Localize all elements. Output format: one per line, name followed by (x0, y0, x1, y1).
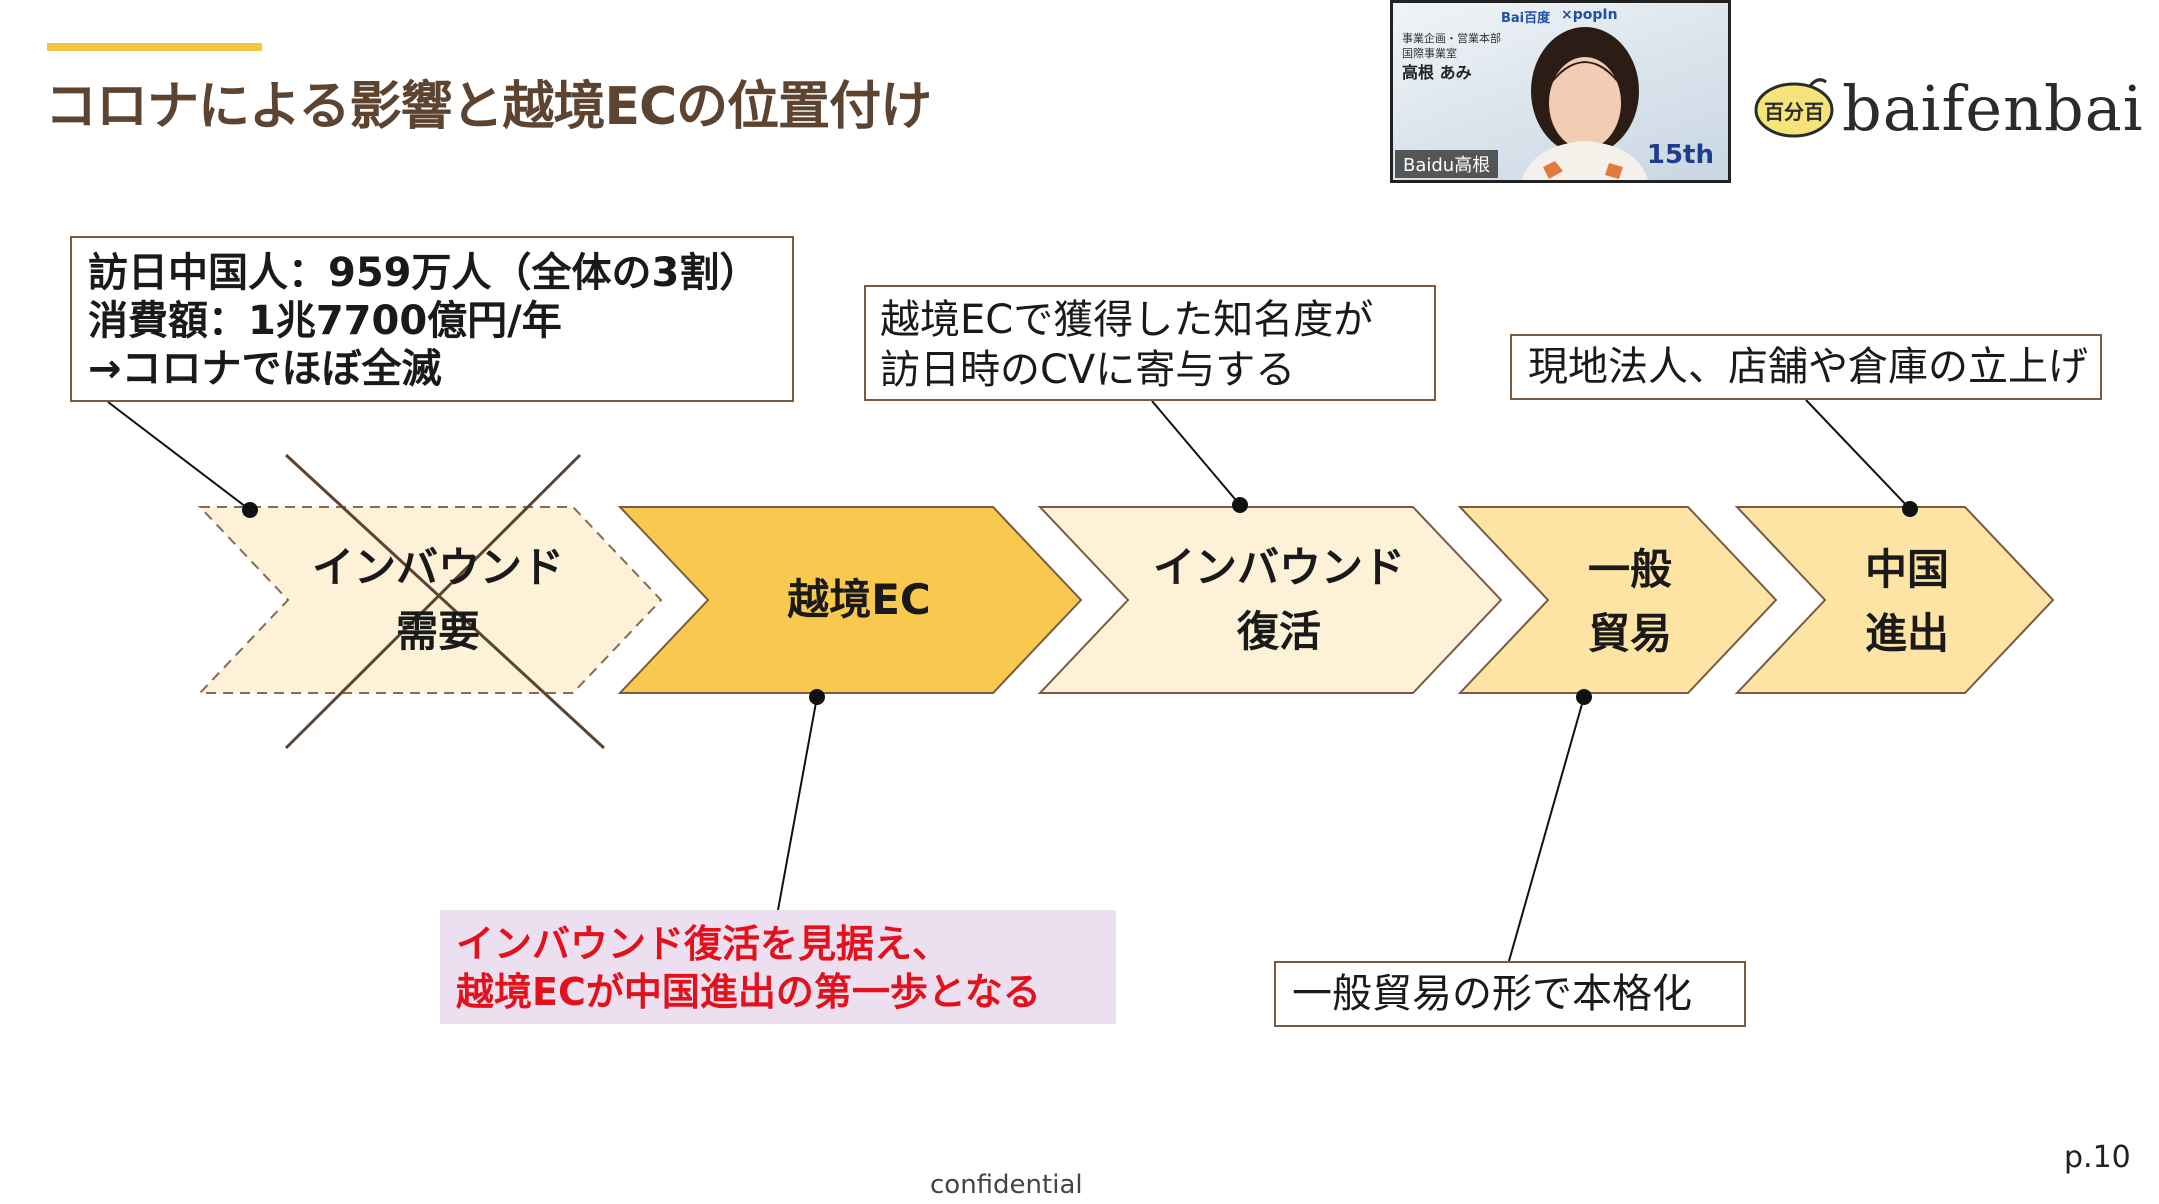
page-number: p.10 (2064, 1140, 2131, 1175)
leader-line-trade (1508, 696, 1585, 962)
webcam-dept-line2: 国際事業室 (1402, 47, 1457, 60)
cross-mark-line-2 (284, 453, 582, 750)
webcam-dept-line1: 事業企画・営業本部 (1402, 32, 1501, 45)
webcam-video: Bai百度 ×popIn 事業企画・営業本部 国際事業室 高根 あみ 15th … (1390, 0, 1731, 183)
leader-dot-local (1902, 501, 1918, 517)
leader-line-red (777, 696, 818, 911)
step-label-general-trade: 一般貿易 (1587, 545, 1672, 658)
leader-dot-awareness (1232, 497, 1248, 513)
baidu-logo: Bai百度 (1501, 11, 1551, 26)
callout-key-message: インバウンド復活を見据え、 越境ECが中国進出の第一歩となる (440, 910, 1116, 1024)
leader-dot-red (809, 689, 825, 705)
confidential-footer: confidential (930, 1170, 1083, 1200)
step-arrow-general-trade (1457, 506, 1778, 694)
brand-mark-text: 百分百 (1764, 100, 1824, 124)
leader-line-awareness (1151, 400, 1241, 506)
anniversary-badge: 15th (1646, 140, 1714, 170)
leader-dot-trade (1576, 689, 1592, 705)
leader-line-stats (107, 401, 251, 511)
step-label-inbound-demand: インバウンド需要 (311, 543, 564, 656)
step-label-china-entry: 中国進出 (1864, 545, 1949, 658)
step-arrow-crossborder-ec (617, 506, 1083, 694)
callout-local-entity: 現地法人、店舗や倉庫の立上げ (1510, 334, 2102, 400)
baifenbai-mascot-icon (1754, 78, 1834, 138)
step-arrow-china-entry (1734, 506, 2055, 694)
callout-awareness: 越境ECで獲得した知名度が 訪日時のCVに寄与する (864, 285, 1436, 401)
step-label-crossborder-ec: 越境EC (787, 575, 931, 624)
slide-title: コロナによる影響と越境ECの位置付け (45, 77, 932, 137)
callout-general-trade: 一般貿易の形で本格化 (1274, 961, 1746, 1027)
leader-line-local (1805, 399, 1911, 510)
step-arrow-inbound-demand (197, 506, 663, 694)
step-arrow-inbound-revival (1037, 506, 1503, 694)
step-label-inbound-revival: インバウンド復活 (1152, 543, 1405, 656)
speaker-avatar (1522, 27, 1648, 180)
callout-visitor-stats: 訪日中国人：959万人（全体の3割） 消費額：1兆7700億円/年 →コロナでほ… (70, 236, 794, 402)
title-accent-bar (47, 43, 262, 51)
brand-name: baifenbai (1842, 72, 2144, 145)
cross-mark-line-1 (284, 453, 606, 750)
popin-logo: ×popIn (1561, 7, 1618, 23)
webcam-name-label: Baidu高根 (1395, 150, 1499, 178)
leader-dot-stats (242, 502, 258, 518)
webcam-speaker-name: 高根 あみ (1402, 63, 1472, 82)
